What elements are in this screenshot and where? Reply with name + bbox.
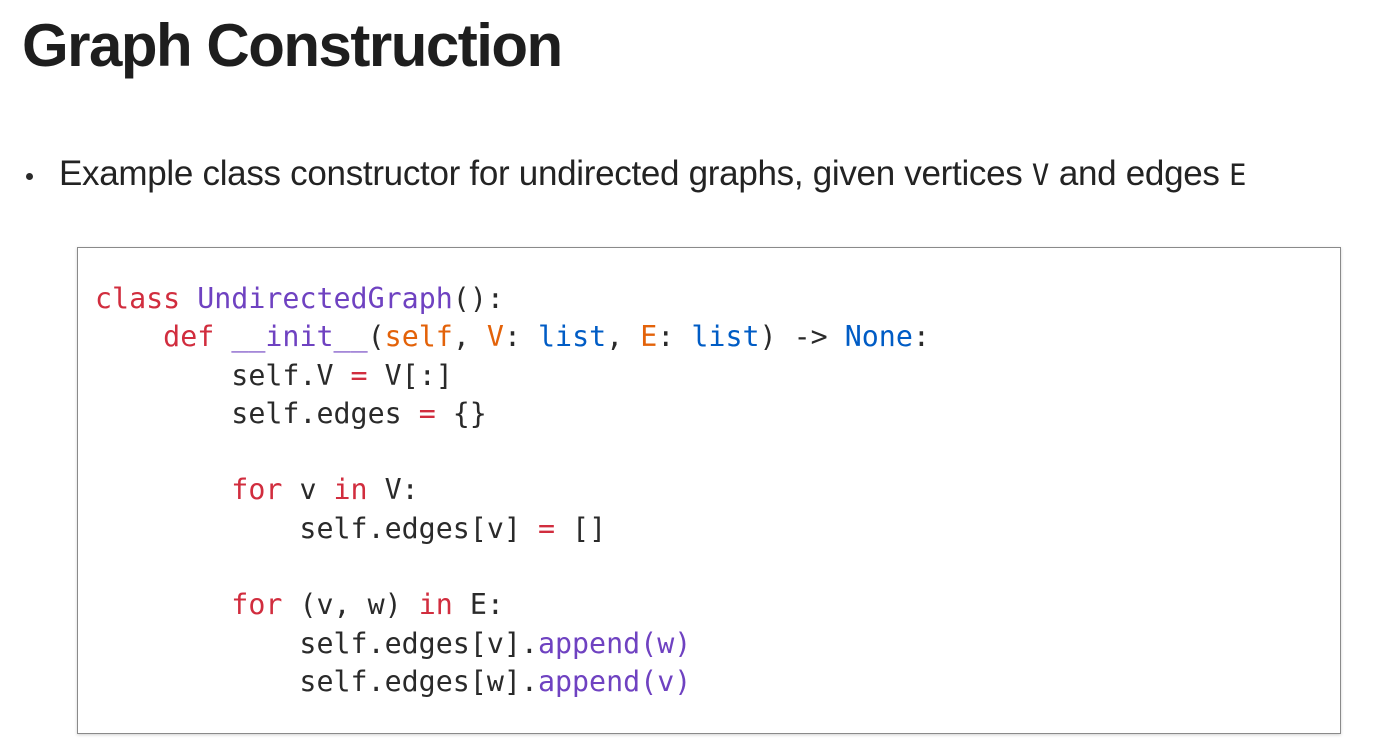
- code-line: [95, 433, 930, 471]
- code-token: :: [912, 320, 930, 354]
- code-token: =: [418, 396, 436, 430]
- code-line: self.edges[w].append(v): [95, 663, 930, 701]
- code-token: V: [486, 320, 504, 354]
- code-token: ) ->: [759, 320, 845, 354]
- code-token: =: [537, 511, 555, 545]
- code-line: [95, 548, 930, 586]
- code-token: V:: [367, 473, 419, 507]
- code-line: self.V = V[:]: [95, 357, 930, 395]
- code-token: V[:]: [367, 358, 453, 392]
- bullet-var-e: E: [1229, 157, 1247, 192]
- bullet-item: Example class constructor for undirected…: [26, 150, 1247, 198]
- code-token: self.edges[v].: [95, 626, 538, 660]
- code-token: None: [844, 320, 913, 354]
- code-token: {}: [435, 396, 487, 430]
- code-token: list: [538, 320, 607, 354]
- code-token: self: [384, 320, 453, 354]
- code-token: [180, 282, 197, 315]
- code-token: append(w): [537, 626, 692, 660]
- code-token: self.V: [95, 358, 351, 392]
- code-line: self.edges[v].append(w): [95, 625, 930, 663]
- code-token: class: [95, 282, 181, 315]
- code-token: [95, 473, 231, 506]
- code-block: class UndirectedGraph(): def __init__(se…: [77, 247, 1341, 734]
- code-token: [95, 588, 231, 621]
- code-token: [95, 320, 163, 353]
- code-line: class UndirectedGraph():: [95, 280, 930, 318]
- bullet-text: Example class constructor for undirected…: [59, 150, 1247, 199]
- code-line: for (v, w) in E:: [95, 586, 930, 624]
- slide-title: Graph Construction: [22, 12, 563, 79]
- code-token: (: [367, 320, 385, 354]
- code-token: for: [231, 588, 283, 622]
- code-line: self.edges[v] = []: [95, 510, 930, 548]
- code-token: for: [231, 473, 283, 507]
- code-token: :: [657, 320, 692, 354]
- code-token: def: [163, 320, 215, 354]
- code-token: ,: [606, 320, 641, 354]
- code-token: self.edges[v]: [95, 511, 538, 545]
- bullet-dot-icon: [26, 172, 33, 180]
- bullet-var-v: V: [1031, 157, 1050, 192]
- code-listing: class UndirectedGraph(): def __init__(se…: [95, 280, 930, 701]
- code-token: v: [282, 473, 334, 507]
- code-token: [214, 320, 231, 353]
- code-token: =: [350, 358, 368, 392]
- code-token: self.edges: [95, 396, 419, 430]
- code-token: append(v): [537, 664, 692, 698]
- code-line: for v in V:: [95, 471, 930, 509]
- code-token: UndirectedGraph: [197, 282, 453, 315]
- bullet-text-mid: and edges: [1049, 153, 1230, 193]
- code-token: self.edges[w].: [95, 664, 538, 698]
- code-line: self.edges = {}: [95, 395, 930, 433]
- code-line: def __init__(self, V: list, E: list) -> …: [95, 318, 930, 356]
- bullet-text-before: Example class constructor for undirected…: [59, 153, 1032, 193]
- code-token: ,: [452, 320, 487, 354]
- code-token: in: [418, 588, 453, 622]
- code-token: E: [640, 320, 658, 354]
- code-token: in: [333, 473, 368, 507]
- code-token: __init__: [231, 320, 368, 354]
- code-token: ():: [452, 282, 504, 315]
- code-token: []: [555, 511, 607, 545]
- code-token: list: [691, 320, 760, 354]
- code-token: E:: [452, 588, 504, 622]
- code-token: (v, w): [282, 588, 419, 622]
- code-token: :: [503, 320, 539, 354]
